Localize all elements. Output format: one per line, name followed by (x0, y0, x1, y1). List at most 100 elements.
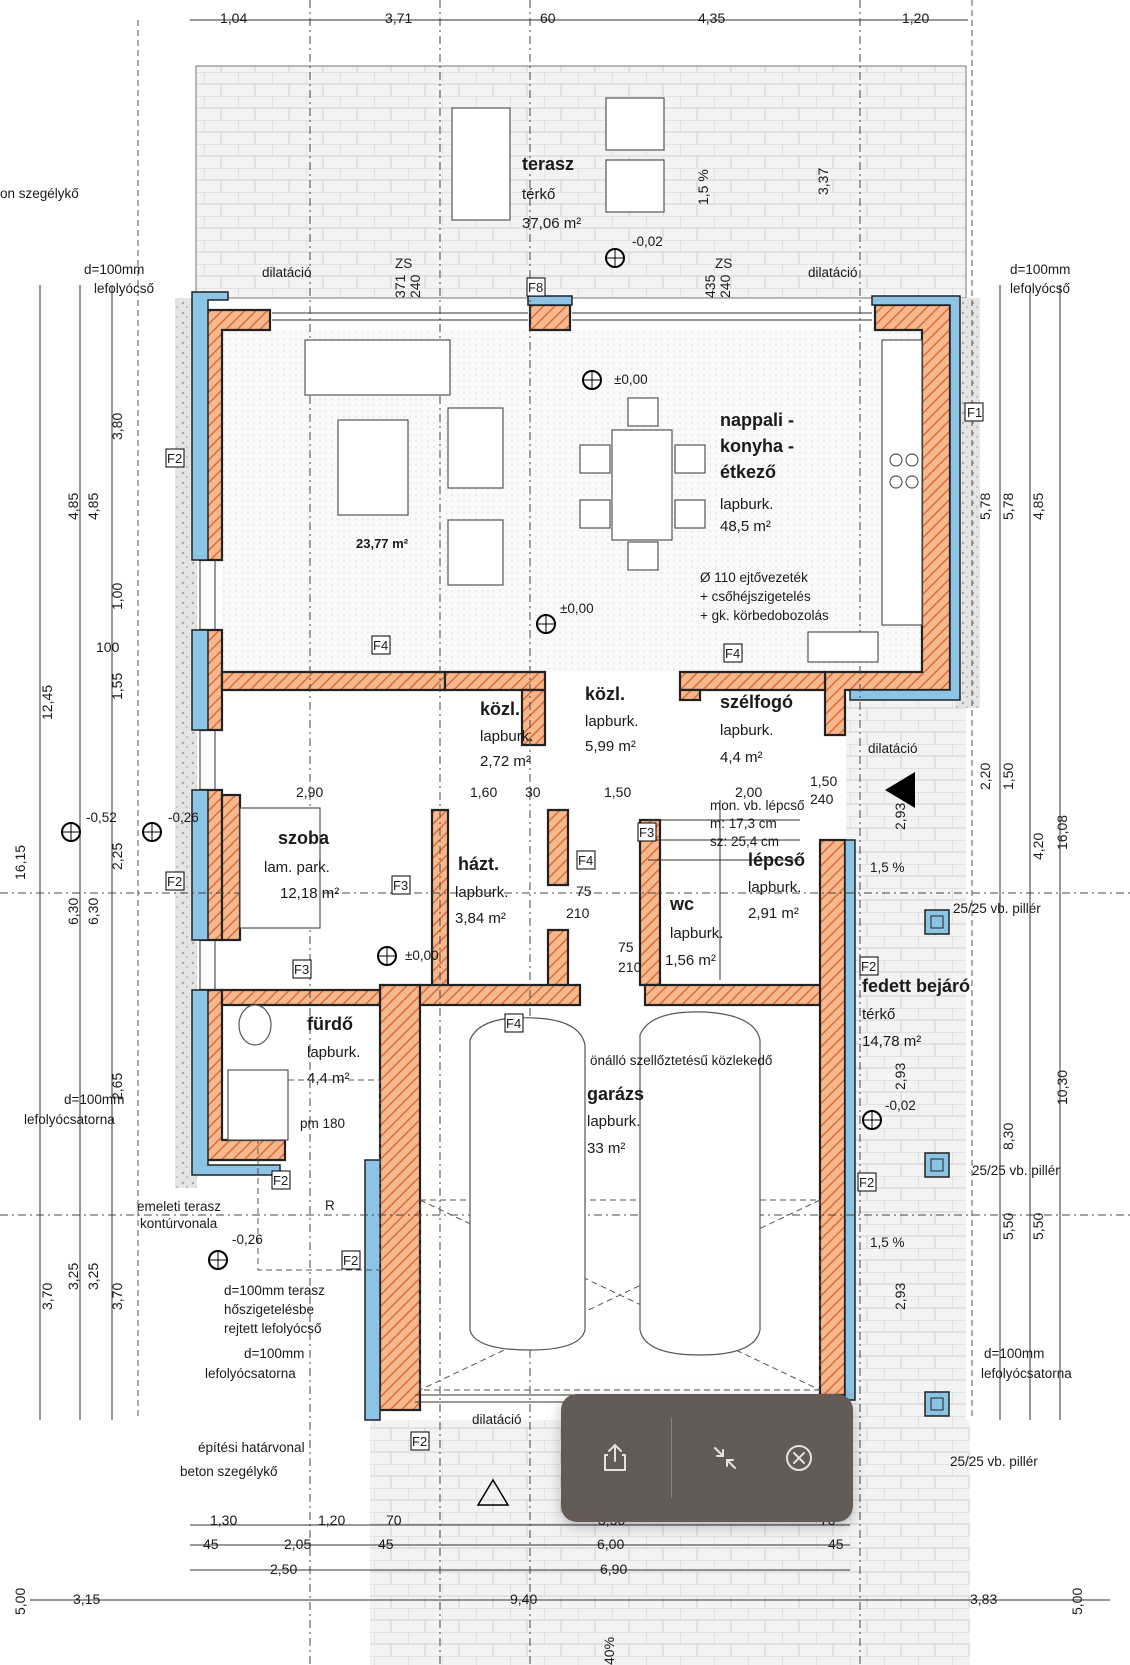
collapse-icon (714, 1447, 736, 1469)
svg-text:on szegélykő: on szegélykő (0, 186, 79, 201)
svg-text:emeleti terasz: emeleti terasz (137, 1199, 221, 1214)
svg-text:5,50: 5,50 (1030, 1213, 1046, 1240)
svg-text:lam. park.: lam. park. (264, 859, 330, 876)
svg-text:térkő: térkő (862, 1006, 895, 1023)
svg-text:közl.: közl. (585, 684, 625, 704)
svg-text:4,20: 4,20 (1030, 833, 1046, 860)
svg-text:d=100mm: d=100mm (64, 1092, 124, 1107)
svg-text:3,70: 3,70 (39, 1283, 55, 1310)
svg-text:F2: F2 (273, 1173, 288, 1188)
svg-text:lapburk.: lapburk. (748, 879, 801, 896)
svg-text:6,90: 6,90 (600, 1561, 627, 1577)
svg-text:dilatáció: dilatáció (262, 265, 312, 280)
svg-text:lapburk.: lapburk. (307, 1044, 360, 1061)
svg-text:-0,26: -0,26 (168, 810, 199, 825)
svg-text:25/25 vb. pillér: 25/25 vb. pillér (950, 1454, 1038, 1469)
svg-text:beton szegélykő: beton szegélykő (180, 1464, 278, 1479)
svg-text:1,20: 1,20 (318, 1512, 345, 1528)
svg-text:240: 240 (407, 274, 423, 298)
svg-text:30: 30 (525, 784, 541, 800)
svg-text:F2: F2 (861, 959, 876, 974)
svg-text:70: 70 (386, 1512, 402, 1528)
svg-text:1,5 %: 1,5 % (870, 1235, 905, 1250)
svg-text:1,50: 1,50 (1000, 763, 1016, 790)
close-circle-icon (786, 1445, 812, 1471)
room-labels: terasz térkő 37,06 m² nappali - konyha -… (264, 154, 970, 1157)
svg-text:ZS: ZS (395, 256, 412, 271)
svg-text:5,00: 5,00 (1069, 1588, 1085, 1615)
svg-text:F2: F2 (167, 451, 182, 466)
svg-text:210: 210 (566, 905, 590, 921)
svg-text:lapburk.: lapburk. (480, 728, 533, 745)
svg-text:3,80: 3,80 (109, 413, 125, 440)
svg-text:lapburk.: lapburk. (670, 925, 723, 942)
svg-text:F2: F2 (859, 1175, 874, 1190)
svg-text:45: 45 (203, 1536, 219, 1552)
svg-text:d=100mm: d=100mm (244, 1346, 304, 1361)
svg-text:lefolyócsatorna: lefolyócsatorna (981, 1366, 1072, 1381)
svg-text:4,85: 4,85 (1030, 493, 1046, 520)
share-button[interactable] (587, 1430, 643, 1486)
svg-text:5,99 m²: 5,99 m² (585, 738, 636, 755)
furniture (227, 97, 923, 1356)
svg-text:fedett bejáró: fedett bejáró (862, 976, 970, 996)
svg-text:F3: F3 (639, 825, 654, 840)
svg-text:közl.: közl. (480, 699, 520, 719)
svg-text:nappali -: nappali - (720, 410, 794, 430)
svg-text:házt.: házt. (458, 854, 499, 874)
svg-text:R: R (325, 1198, 335, 1213)
svg-text:lapburk.: lapburk. (720, 496, 773, 513)
svg-text:F2: F2 (343, 1253, 358, 1268)
svg-text:16,15: 16,15 (12, 845, 28, 880)
svg-text:1,30: 1,30 (210, 1512, 237, 1528)
svg-text:1,60: 1,60 (470, 784, 497, 800)
floating-toolbar (561, 1394, 853, 1522)
svg-text:6,00: 6,00 (597, 1536, 624, 1552)
svg-text:5,50: 5,50 (1000, 1213, 1016, 1240)
close-button[interactable] (771, 1430, 827, 1486)
svg-text:10,30: 10,30 (1054, 1070, 1070, 1105)
svg-text:4,85: 4,85 (65, 493, 81, 520)
share-icon (604, 1443, 626, 1471)
svg-text:mon. vb. lépcső: mon. vb. lépcső (710, 798, 805, 813)
svg-text:3,37: 3,37 (815, 168, 831, 195)
svg-text:sz: 25,4 cm: sz: 25,4 cm (710, 834, 779, 849)
svg-text:16,08: 16,08 (1054, 815, 1070, 850)
svg-text:dilatáció: dilatáció (808, 265, 858, 280)
collapse-button[interactable] (697, 1430, 753, 1486)
svg-text:37,06 m²: 37,06 m² (522, 215, 581, 232)
svg-text:240: 240 (810, 791, 834, 807)
svg-text:1,00: 1,00 (109, 583, 125, 610)
svg-text:2,91 m²: 2,91 m² (748, 905, 799, 922)
svg-text:rejtett lefolyócső: rejtett lefolyócső (224, 1321, 322, 1336)
svg-text:3,15: 3,15 (73, 1591, 100, 1607)
svg-text:-0,26: -0,26 (232, 1232, 263, 1247)
svg-text:dilatáció: dilatáció (868, 741, 918, 756)
svg-text:hőszigetelésbe: hőszigetelésbe (224, 1302, 314, 1317)
svg-text:1,20: 1,20 (902, 10, 929, 26)
svg-text:garázs: garázs (587, 1084, 644, 1104)
svg-text:25/25 vb. pillér: 25/25 vb. pillér (953, 901, 1041, 916)
entry-pavers (846, 700, 966, 1420)
svg-text:60: 60 (540, 10, 556, 26)
svg-text:1,5 %: 1,5 % (695, 169, 711, 205)
svg-text:F4: F4 (578, 853, 593, 868)
svg-text:építési határvonal: építési határvonal (198, 1440, 305, 1455)
svg-text:6,30: 6,30 (65, 898, 81, 925)
svg-text:-0,02: -0,02 (885, 1098, 916, 1113)
svg-text:F4: F4 (725, 646, 740, 661)
svg-text:F2: F2 (412, 1434, 427, 1449)
svg-text:3,25: 3,25 (65, 1263, 81, 1290)
svg-text:12,18 m²: 12,18 m² (280, 885, 339, 902)
svg-text:45: 45 (378, 1536, 394, 1552)
svg-text:12,45: 12,45 (39, 685, 55, 720)
svg-text:14,78 m²: 14,78 m² (862, 1033, 921, 1050)
svg-text:3,25: 3,25 (85, 1263, 101, 1290)
terrace-pavers (195, 65, 967, 299)
svg-text:szoba: szoba (278, 828, 330, 848)
svg-text:3,71: 3,71 (385, 10, 412, 26)
svg-text:2,65: 2,65 (109, 1073, 125, 1100)
svg-text:d=100mm: d=100mm (984, 1346, 1044, 1361)
svg-text:kontúrvonala: kontúrvonala (140, 1216, 218, 1231)
svg-text:8,30: 8,30 (1000, 1123, 1016, 1150)
